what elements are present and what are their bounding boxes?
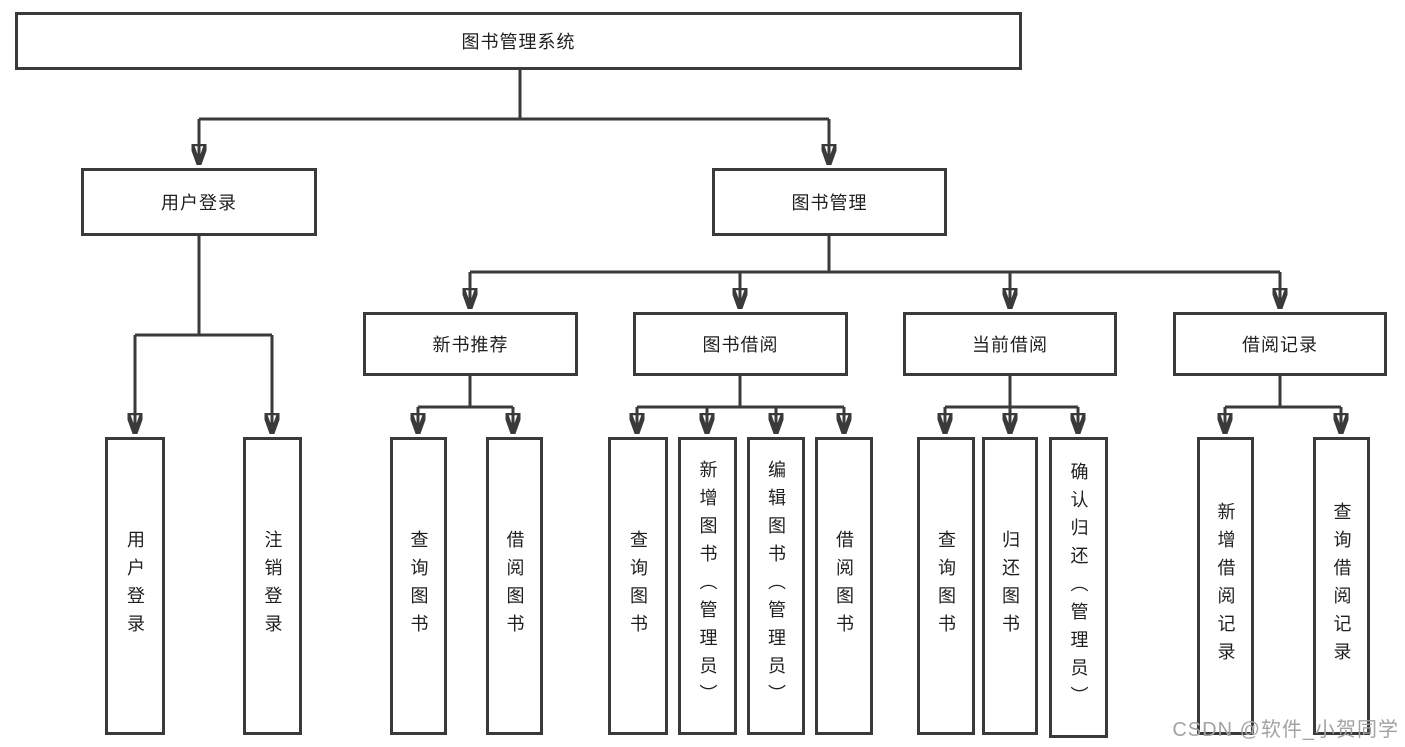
csdn-watermark: CSDN @软件_小贺同学 [1172, 719, 1399, 741]
leaf-return-books: 归还图书 [982, 437, 1038, 735]
leaf-borrow-query-books: 查询图书 [608, 437, 668, 735]
node-book-management: 图书管理 [712, 168, 947, 236]
node-borrow-records: 借阅记录 [1173, 312, 1387, 376]
node-user-login: 用户登录 [81, 168, 317, 236]
node-root-system: 图书管理系统 [15, 12, 1022, 70]
node-current-borrow: 当前借阅 [903, 312, 1117, 376]
leaf-add-books-admin: 新增图书（管理员） [678, 437, 737, 735]
leaf-logout: 注销登录 [243, 437, 302, 735]
leaf-user-login: 用户登录 [105, 437, 165, 735]
leaf-recommend-borrow-books: 借阅图书 [486, 437, 543, 735]
leaf-confirm-return-admin: 确认归还（管理员） [1049, 437, 1108, 738]
leaf-borrow-books: 借阅图书 [815, 437, 873, 735]
leaf-edit-books-admin: 编辑图书（管理员） [747, 437, 805, 735]
leaf-add-borrow-record: 新增借阅记录 [1197, 437, 1254, 735]
leaf-query-borrow-record: 查询借阅记录 [1313, 437, 1370, 735]
node-new-book-recommend: 新书推荐 [363, 312, 578, 376]
leaf-recommend-query-books: 查询图书 [390, 437, 447, 735]
leaf-current-query-books: 查询图书 [917, 437, 975, 735]
node-book-borrow: 图书借阅 [633, 312, 848, 376]
